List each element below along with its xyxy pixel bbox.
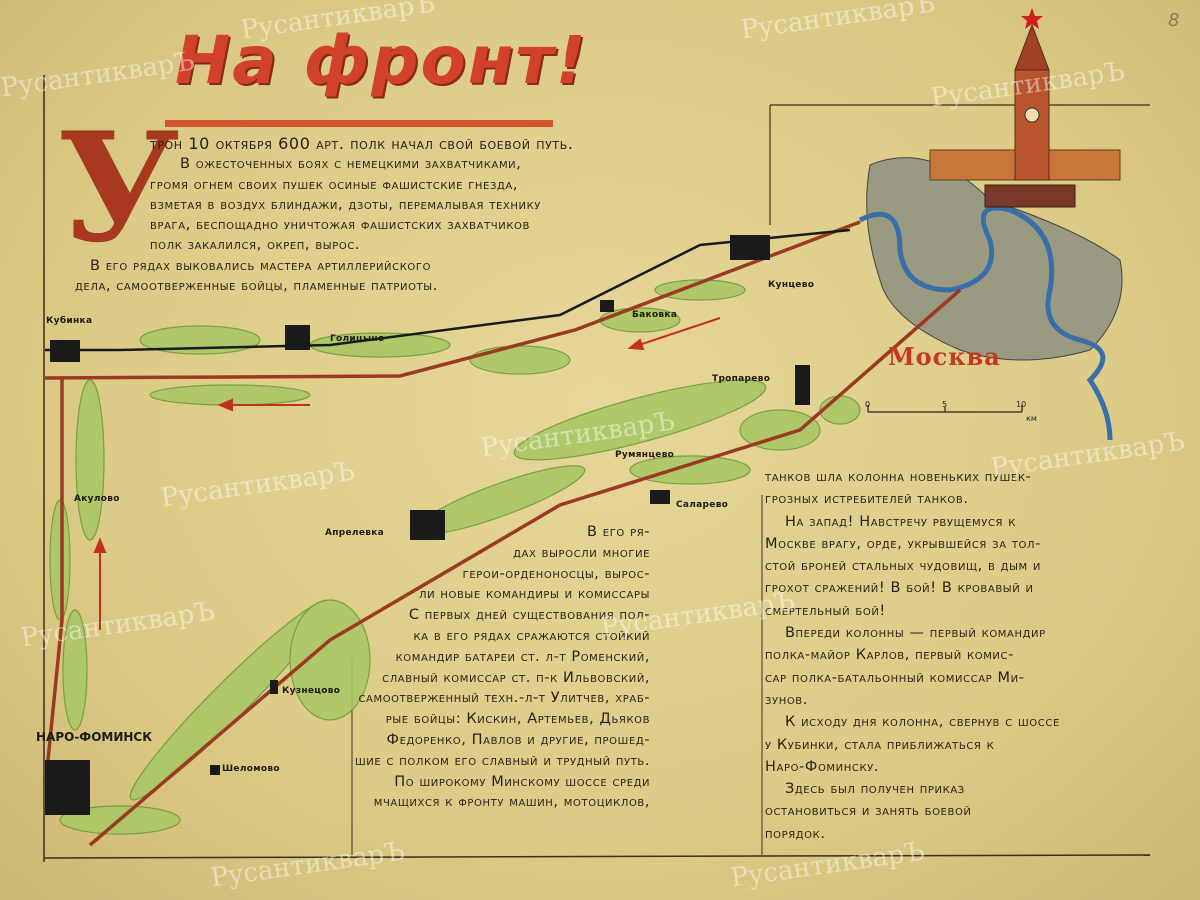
text-line: зунов.	[765, 691, 808, 708]
text-line: полк закалился, окреп, вырос.	[150, 237, 361, 254]
text-line: На запад! Навстречу рвущемуся к	[785, 513, 1017, 530]
moskva-river	[858, 205, 1113, 441]
place-label-rumyantsevo: Румянцево	[615, 450, 675, 460]
title-underline	[165, 120, 553, 127]
town-markers	[45, 235, 810, 815]
right-text: танков шла колонна новеньких пушек- гроз…	[765, 466, 1060, 845]
scale-tick-label: 5	[942, 400, 948, 409]
text-line: танков шла колонна новеньких пушек-	[765, 469, 1032, 485]
place-label-shelomovo: Шеломово	[222, 764, 280, 774]
drop-cap: У	[58, 100, 180, 276]
place-label-kubinka: Кубинка	[46, 316, 93, 326]
intro-text: трон 10 октября 600 арт. полк начал свой…	[75, 134, 574, 296]
text-line: полка-майор Карлов, первый комис-	[765, 647, 1014, 664]
text-line: В его ря-	[587, 524, 651, 540]
text-line: рые бойцы: Кискин, Артемьев, Дьяков	[385, 711, 651, 728]
text-line: у Кубинки, стала приближаться к	[765, 736, 995, 753]
text-line: сар полка-батальонный комиссар Ми-	[765, 669, 1025, 686]
roads	[44, 220, 962, 847]
text-line: громя огнем своих пушек осиные фашистски…	[150, 176, 519, 193]
text-line: дах выросли многие	[513, 544, 651, 561]
place-label-bakovka: Баковка	[632, 310, 678, 320]
text-line: грохот сражений! В бой! В кровавый и	[765, 580, 1034, 597]
kremlin-spasskaya-tower	[929, 8, 1121, 208]
text-line: В его рядах выковались мастера артиллери…	[90, 257, 432, 274]
text-line: дела, самоотверженные бойцы, пламенные п…	[75, 278, 438, 295]
place-label-akulovo: Акулово	[74, 494, 120, 504]
place-label-aprelevka: Апрелевка	[325, 528, 385, 538]
scale-tick-label: 10	[1016, 400, 1027, 409]
text-line: командир батареи ст. л-т Роменский,	[395, 648, 651, 665]
text-line: грозных истребителей танков.	[765, 491, 969, 508]
place-label-kuntsevo: Кунцево	[768, 280, 815, 290]
movement-arrows	[93, 317, 721, 630]
text-line: взметая в воздух блиндажи, дзоты, перема…	[150, 196, 541, 213]
text-line: врага, беспощадно уничтожая фашистских з…	[150, 217, 530, 234]
text-line: стой броней стальных чудовищ, в дым и	[765, 558, 1042, 575]
place-label-naro-fominsk: НАРО-ФОМИНСК	[36, 730, 153, 744]
scale-bar	[867, 405, 1023, 413]
text-line: Здесь был получен приказ	[785, 781, 965, 798]
text-line: Впереди колонны — первый командир	[785, 625, 1046, 642]
text-line: Наро-Фоминску.	[765, 758, 880, 775]
page-number: 8	[1168, 10, 1180, 31]
place-label-salarevo: Саларево	[676, 500, 729, 510]
text-line: самоотверженный техн.-л-т Улитчев, храб-	[358, 690, 651, 707]
frame-bottom	[43, 854, 1151, 859]
text-line: С первых дней существования пол-	[408, 607, 651, 624]
railways	[45, 228, 851, 352]
place-label-moscow: Москва	[888, 342, 1001, 371]
text-line: По широкому Минскому шоссе среди	[394, 773, 651, 790]
text-line: смертельный бой!	[765, 602, 886, 619]
text-line: славный комиссар ст. п-к Ильвовский,	[382, 669, 651, 686]
page-title: На фронт!	[175, 22, 588, 99]
text-line: трон 10 октября 600 арт. полк начал свой…	[150, 134, 574, 153]
text-line: мчащихся к фронту машин, мотоциклов,	[373, 794, 651, 811]
text-line: ка в его рядах сражаются стойкий	[413, 627, 651, 644]
text-line: В ожесточенных боях с немецкими захватчи…	[180, 156, 522, 173]
place-label-troparevo: Тропарево	[712, 374, 771, 384]
text-line: порядок.	[765, 825, 826, 842]
place-label-golitsyno: Голицыно	[330, 334, 385, 344]
scale-unit-label: км	[1026, 414, 1037, 423]
scale-tick-label: 0	[865, 400, 871, 409]
text-line: Федоренко, Павлов и другие, прошед-	[386, 731, 651, 748]
text-line: К исходу дня колонна, свернув с шоссе	[785, 714, 1060, 731]
text-line: Москве врагу, орде, укрывшейся за тол-	[765, 535, 1041, 552]
text-line: остановиться и занять боевой	[765, 803, 972, 820]
place-label-kuznetsovo: Кузнецово	[282, 686, 341, 696]
middle-text: В его ря- дах выросли многие герои-орден…	[355, 522, 650, 813]
text-line: шие с полком его славный и трудный путь.	[355, 752, 651, 769]
text-line: ли новые командиры и комиссары	[418, 586, 651, 603]
text-line: герои-орденоносцы, вырос-	[462, 565, 651, 582]
